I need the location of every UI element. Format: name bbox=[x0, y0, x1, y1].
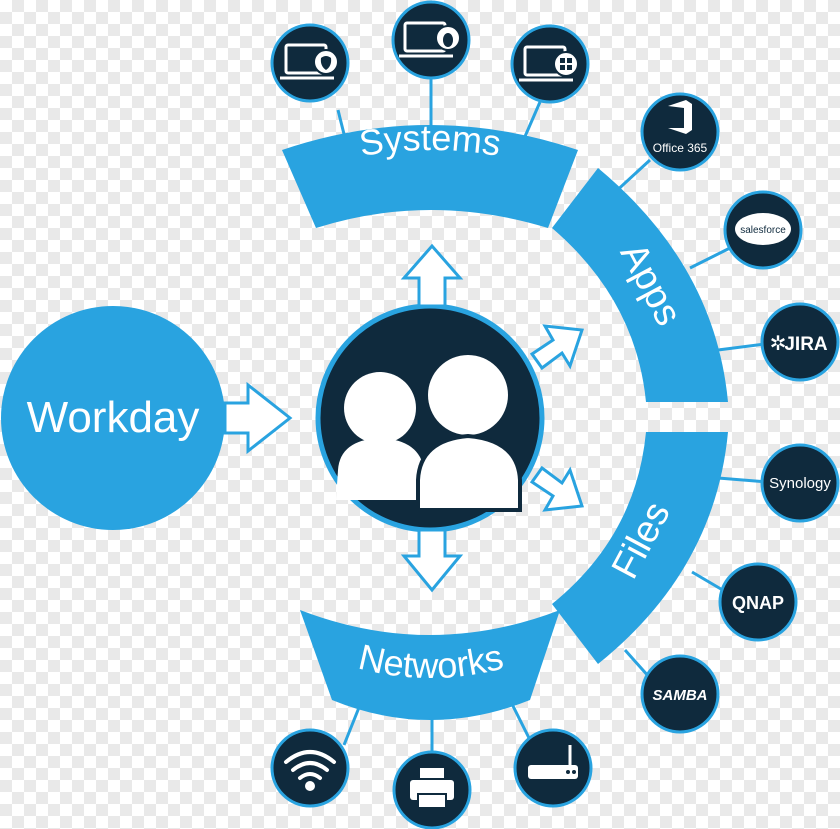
system-node-windows bbox=[510, 24, 590, 104]
app-node-office365: Office 365 bbox=[640, 92, 720, 172]
printer-icon bbox=[410, 768, 454, 809]
wifi-icon bbox=[284, 750, 336, 791]
file-node-samba: SAMBA bbox=[640, 654, 720, 734]
system-node-linux bbox=[391, 0, 471, 80]
files-segment: Files bbox=[552, 432, 728, 664]
networks-segment: Networks bbox=[300, 610, 560, 720]
workday-node: Workday bbox=[1, 306, 225, 530]
outbound-arrows bbox=[400, 243, 585, 593]
router-icon bbox=[528, 745, 578, 779]
systems-segment: Systems bbox=[282, 117, 578, 228]
arrow-up-icon bbox=[400, 243, 464, 308]
workday-arrow-icon bbox=[223, 381, 293, 455]
apps-segment: Apps bbox=[552, 168, 728, 402]
linux-laptop-icon bbox=[399, 21, 461, 58]
jira-label: JIRA bbox=[784, 334, 828, 355]
app-node-salesforce: salesforce bbox=[723, 190, 803, 270]
office365-label: Office 365 bbox=[653, 141, 708, 155]
users-group-icon bbox=[336, 355, 522, 512]
arrow-down-icon bbox=[400, 528, 464, 593]
file-node-qnap: QNAP bbox=[718, 562, 798, 642]
workday-label: Workday bbox=[27, 393, 200, 442]
center-users-node bbox=[315, 303, 545, 533]
qnap-logo-icon: QNAP bbox=[732, 593, 784, 613]
macos-laptop-icon bbox=[280, 43, 339, 80]
arrow-lower-right-icon bbox=[529, 465, 585, 512]
systems-label: Systems bbox=[356, 117, 503, 164]
jira-logo-icon: ✲ bbox=[770, 333, 787, 355]
network-node-router bbox=[513, 728, 593, 808]
network-node-wifi bbox=[270, 728, 350, 808]
file-node-synology: Synology bbox=[760, 443, 840, 523]
arrow-upper-right-icon bbox=[529, 324, 585, 371]
synology-logo-icon: Synology bbox=[769, 475, 831, 492]
system-node-macos bbox=[270, 23, 350, 103]
samba-logo-icon: SAMBA bbox=[653, 687, 708, 704]
salesforce-label: salesforce bbox=[740, 225, 786, 236]
office365-logo-icon bbox=[668, 100, 692, 134]
salesforce-logo-icon: salesforce bbox=[735, 213, 791, 245]
windows-laptop-icon bbox=[519, 45, 579, 82]
app-node-jira: ✲ JIRA bbox=[760, 302, 840, 382]
network-node-printer bbox=[392, 750, 472, 829]
